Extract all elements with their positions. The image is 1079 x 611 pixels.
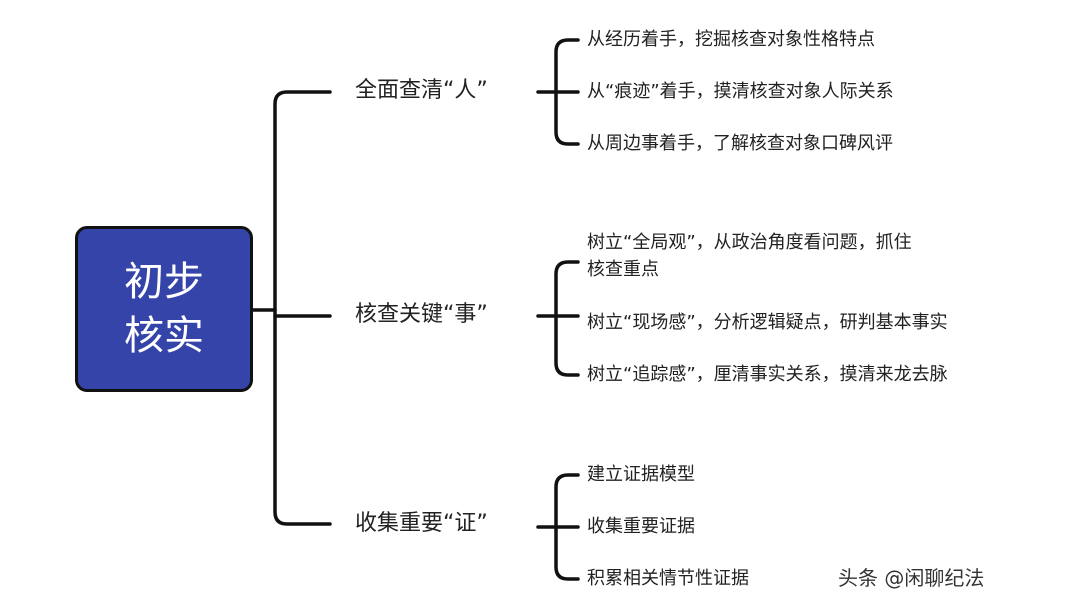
root-node: 初步 核实 <box>75 226 253 392</box>
bracket-2 <box>536 260 580 377</box>
branch-evidence: 收集重要“证” <box>355 511 488 536</box>
root-label-line1: 初步 <box>124 259 204 305</box>
leaf-item: 树立“现场感”，分析逻辑疑点，研判基本事实 <box>587 312 948 333</box>
leaf-item: 树立“追踪感”，厘清事实关系，摸清来龙去脉 <box>587 364 948 385</box>
watermark: 头条 @闲聊纪法 <box>838 566 985 590</box>
bracket-1 <box>536 38 580 146</box>
leaf-item: 收集重要证据 <box>587 516 695 537</box>
leaf-item: 积累相关情节性证据 <box>587 568 749 589</box>
leaf-item: 从经历着手，挖掘核查对象性格特点 <box>587 29 875 50</box>
branch-matters: 核查关键“事” <box>355 302 488 327</box>
main-trunk <box>273 90 332 526</box>
root-label-line2: 核实 <box>124 313 204 359</box>
leaf-item-continued: 核查重点 <box>587 259 659 280</box>
branch-people: 全面查清“人” <box>355 78 488 103</box>
leaf-item: 从“痕迹”着手，摸清核查对象人际关系 <box>587 81 894 102</box>
leaf-item: 树立“全局观”，从政治角度看问题，抓住 <box>587 232 912 253</box>
leaf-item: 建立证据模型 <box>587 464 695 485</box>
bracket-3 <box>536 473 580 581</box>
leaf-item: 从周边事着手，了解核查对象口碑风评 <box>587 133 893 154</box>
